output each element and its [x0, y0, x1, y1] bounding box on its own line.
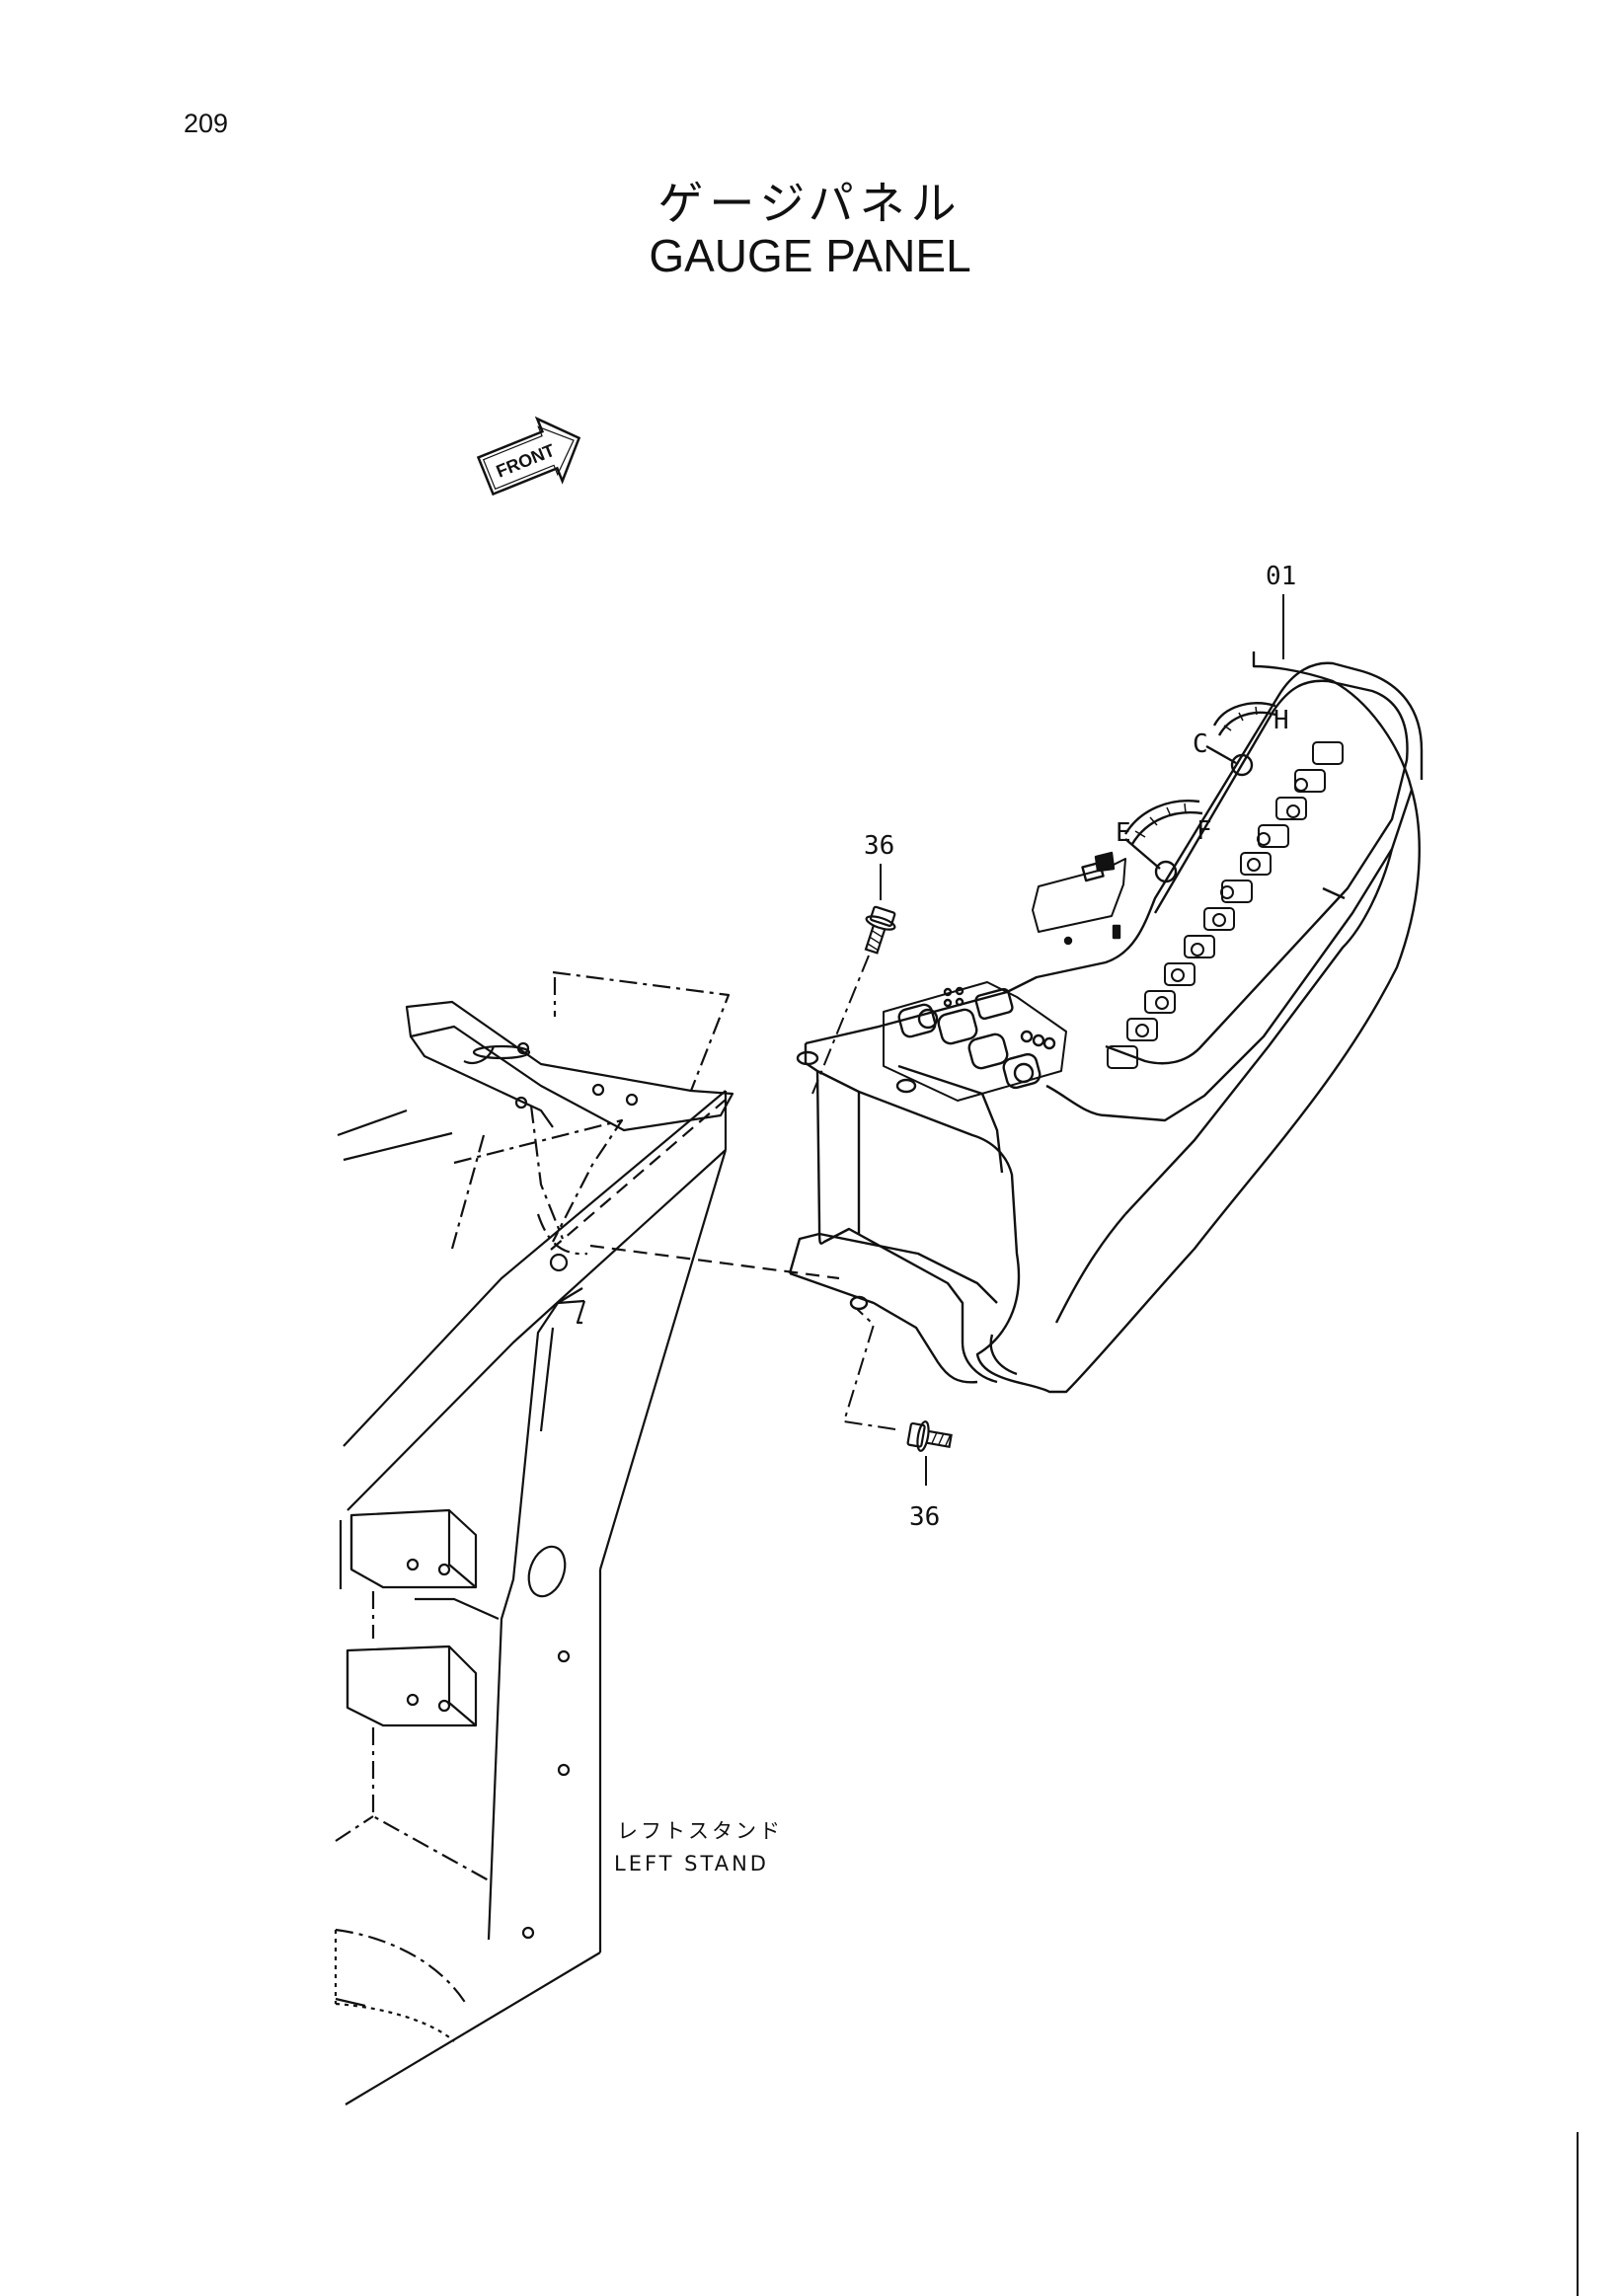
- page-title-japanese: ゲージパネル: [657, 177, 963, 230]
- temp-gauge-cold-letter: C: [1193, 729, 1208, 759]
- left-stand-frame: [334, 970, 840, 2105]
- fuel-gauge-full-letter: F: [1196, 816, 1212, 846]
- callout-36-lower-label: 36: [909, 1502, 940, 1532]
- temp-gauge-hot-letter: H: [1273, 706, 1289, 735]
- page-number: 209: [184, 109, 229, 138]
- gauge-panel-assembly: [788, 651, 1424, 1394]
- left-stand-label: LEFT STAND: [614, 1852, 769, 1875]
- front-arrow-icon: FRONT: [476, 416, 581, 497]
- fuel-gauge-empty-letter: E: [1116, 818, 1131, 848]
- left-stand-label-japanese: レフトスタンド: [617, 1819, 783, 1843]
- callout-36-upper-label: 36: [864, 831, 894, 861]
- callout-01-label: 01: [1266, 562, 1296, 591]
- page-title: GAUGE PANEL: [649, 230, 971, 281]
- bolt-36-upper: [864, 905, 896, 955]
- bolt-36-lower: [906, 1420, 953, 1452]
